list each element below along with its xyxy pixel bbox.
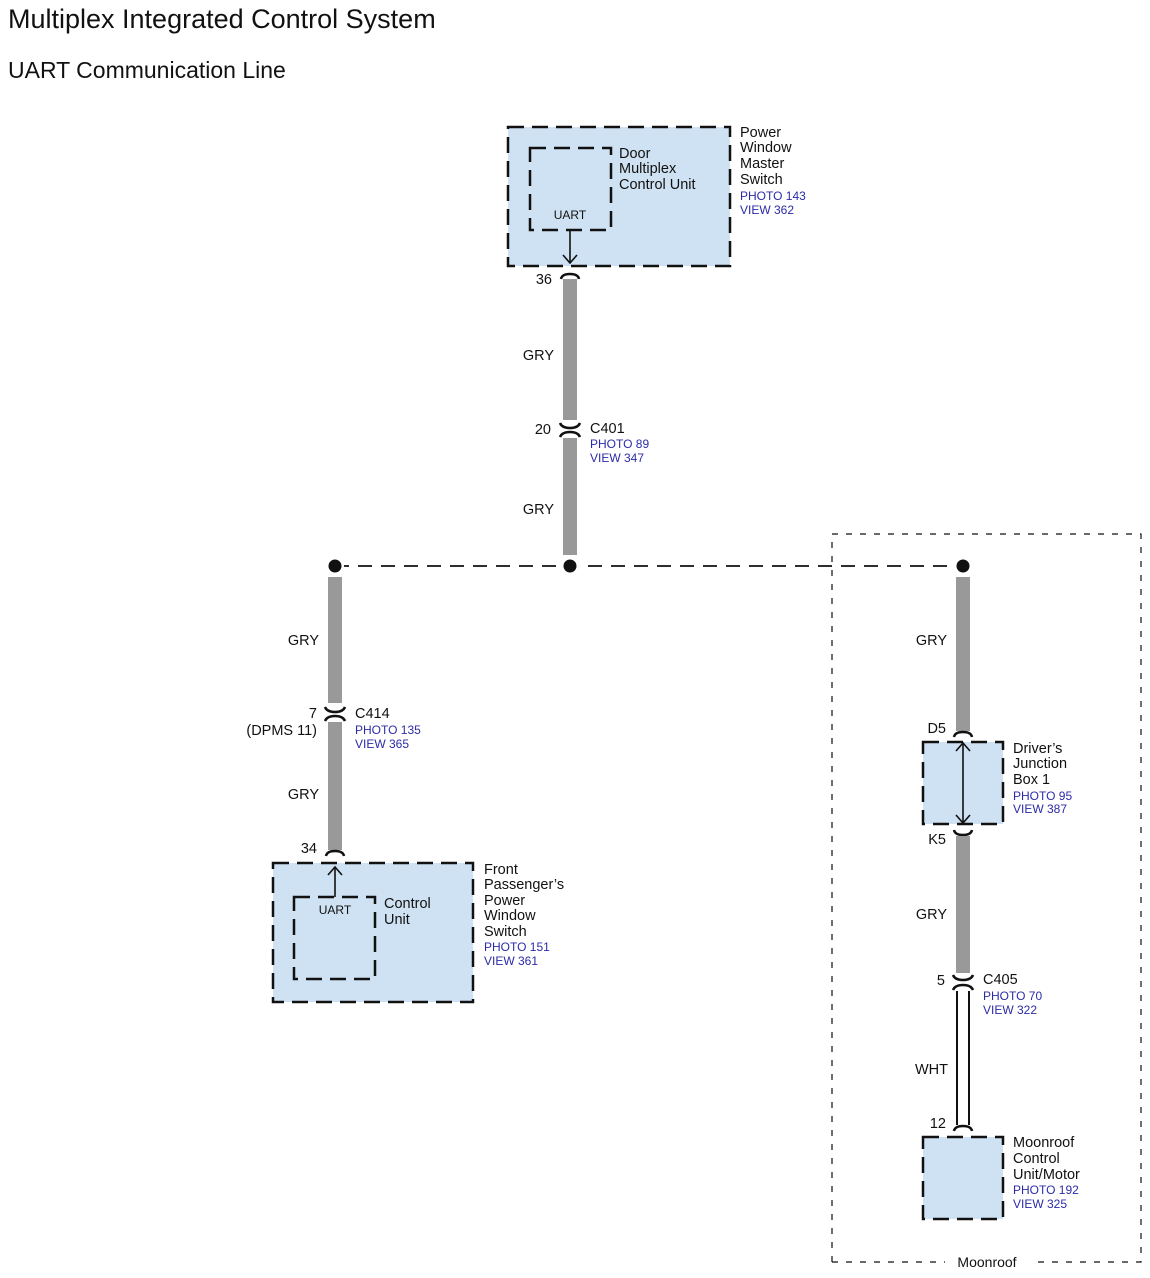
view-reference-link[interactable]: VIEW 365	[355, 737, 409, 751]
pin-36-terminal: 36	[536, 272, 581, 288]
view-reference-link[interactable]: VIEW 361	[484, 954, 538, 968]
connector-c401[interactable]: 20 C401 PHOTO 89 VIEW 347	[535, 421, 650, 465]
view-reference-link[interactable]: VIEW 362	[740, 203, 794, 217]
wire-color-label: GRY	[916, 907, 947, 923]
component-name-5: Switch	[484, 924, 527, 940]
connector-id: C414	[355, 706, 390, 722]
pin-d5-terminal: D5	[927, 721, 974, 738]
moonroof-region: Moonroof	[831, 533, 1142, 1270]
view-reference-link[interactable]: VIEW 322	[983, 1003, 1037, 1017]
splice-point-left	[328, 559, 342, 573]
pin-34-terminal: 34	[301, 841, 346, 857]
component-name-3: Power	[484, 893, 525, 909]
connector-c405[interactable]: 5 C405 PHOTO 70 VIEW 322	[937, 972, 1043, 1017]
component-name-1: Front	[484, 862, 518, 878]
wire-right-lower[interactable]	[956, 991, 970, 1125]
wire-color-label: GRY	[916, 633, 947, 649]
component-name-4: Window	[484, 908, 536, 924]
component-name-4: Switch	[740, 172, 783, 188]
pin-label: 34	[301, 841, 317, 857]
component-name-3: Box 1	[1013, 772, 1050, 788]
wire-color-label: GRY	[523, 502, 554, 518]
wire-color-label: GRY	[523, 348, 554, 364]
pin-note: (DPMS 11)	[246, 723, 317, 739]
connector-c414[interactable]: 7 (DPMS 11) C414 PHOTO 135 VIEW 365	[246, 706, 421, 751]
wire-color-label: WHT	[915, 1062, 948, 1078]
connector-id: C405	[983, 972, 1018, 988]
inner-unit-name-1: Control	[384, 896, 431, 912]
wire-top-upper[interactable]	[563, 279, 577, 420]
pin-label: 36	[536, 272, 552, 288]
component-name-2: Passenger’s	[484, 877, 564, 893]
photo-reference-link[interactable]: PHOTO 95	[1013, 789, 1072, 803]
pin-k5-terminal: K5	[928, 829, 974, 848]
component-name-2: Window	[740, 140, 792, 156]
photo-reference-link[interactable]: PHOTO 151	[484, 940, 550, 954]
component-name-2: Junction	[1013, 756, 1067, 772]
view-reference-link[interactable]: VIEW 347	[590, 451, 644, 465]
arrow-up-icon	[327, 865, 343, 876]
uart-port-label: UART	[554, 208, 587, 222]
photo-reference-link[interactable]: PHOTO 192	[1013, 1183, 1079, 1197]
page-title: Multiplex Integrated Control System	[8, 4, 436, 34]
component-name-1: Driver’s	[1013, 741, 1062, 757]
arrow-up-icon	[955, 741, 971, 752]
pin-label: 12	[930, 1116, 946, 1132]
inner-unit-name-2: Unit	[384, 912, 410, 928]
view-reference-link[interactable]: VIEW 325	[1013, 1197, 1067, 1211]
photo-reference-link[interactable]: PHOTO 135	[355, 723, 421, 737]
uart-port-label: UART	[319, 903, 352, 917]
inner-unit-name-2: Multiplex	[619, 161, 677, 177]
wire-right-middle[interactable]	[956, 836, 970, 973]
moonroof-control-unit-motor[interactable]: Moonroof Control Unit/Motor PHOTO 192 VI…	[921, 1135, 1080, 1221]
page-subtitle: UART Communication Line	[8, 57, 286, 83]
inner-unit-name-1: Door	[619, 146, 651, 162]
pin-label: 7	[309, 706, 317, 722]
wire-left-lower[interactable]	[328, 722, 342, 850]
wire-right-upper[interactable]	[956, 577, 970, 731]
photo-reference-link[interactable]: PHOTO 89	[590, 437, 649, 451]
photo-reference-link[interactable]: PHOTO 70	[983, 989, 1042, 1003]
control-unit	[292, 895, 377, 981]
photo-reference-link[interactable]: PHOTO 143	[740, 189, 806, 203]
arrow-down-icon	[562, 254, 578, 265]
front-passenger-power-window-switch[interactable]: UART Control Unit Front Passenger’s Powe…	[271, 861, 564, 1004]
component-name-3: Master	[740, 156, 784, 172]
pin-label: 5	[937, 973, 945, 989]
moonroof-region-label: Moonroof	[957, 1254, 1016, 1270]
view-reference-link[interactable]: VIEW 387	[1013, 802, 1067, 816]
power-window-master-switch[interactable]: UART Door Multiplex Control Unit Power W…	[506, 125, 806, 268]
splice-point-right	[956, 559, 970, 573]
component-name-3: Unit/Motor	[1013, 1167, 1080, 1183]
inner-unit-name-3: Control Unit	[619, 177, 696, 193]
wire-top-lower[interactable]	[563, 438, 577, 555]
arrow-down-icon	[955, 814, 971, 825]
wire-color-label: GRY	[288, 787, 319, 803]
wire-color-label: GRY	[288, 633, 319, 649]
splice-point-center	[563, 559, 577, 573]
pin-label: 20	[535, 422, 551, 438]
component-name-1: Power	[740, 125, 781, 141]
door-multiplex-control-unit	[528, 146, 613, 232]
component-name-1: Moonroof	[1013, 1135, 1075, 1151]
pin-label: D5	[927, 721, 946, 737]
pin-12-terminal: 12	[930, 1116, 974, 1132]
component-name-2: Control	[1013, 1151, 1060, 1167]
pin-label: K5	[928, 832, 946, 848]
connector-id: C401	[590, 421, 625, 437]
wire-left-upper[interactable]	[328, 577, 342, 703]
drivers-junction-box-1[interactable]: Driver’s Junction Box 1 PHOTO 95 VIEW 38…	[921, 740, 1072, 826]
